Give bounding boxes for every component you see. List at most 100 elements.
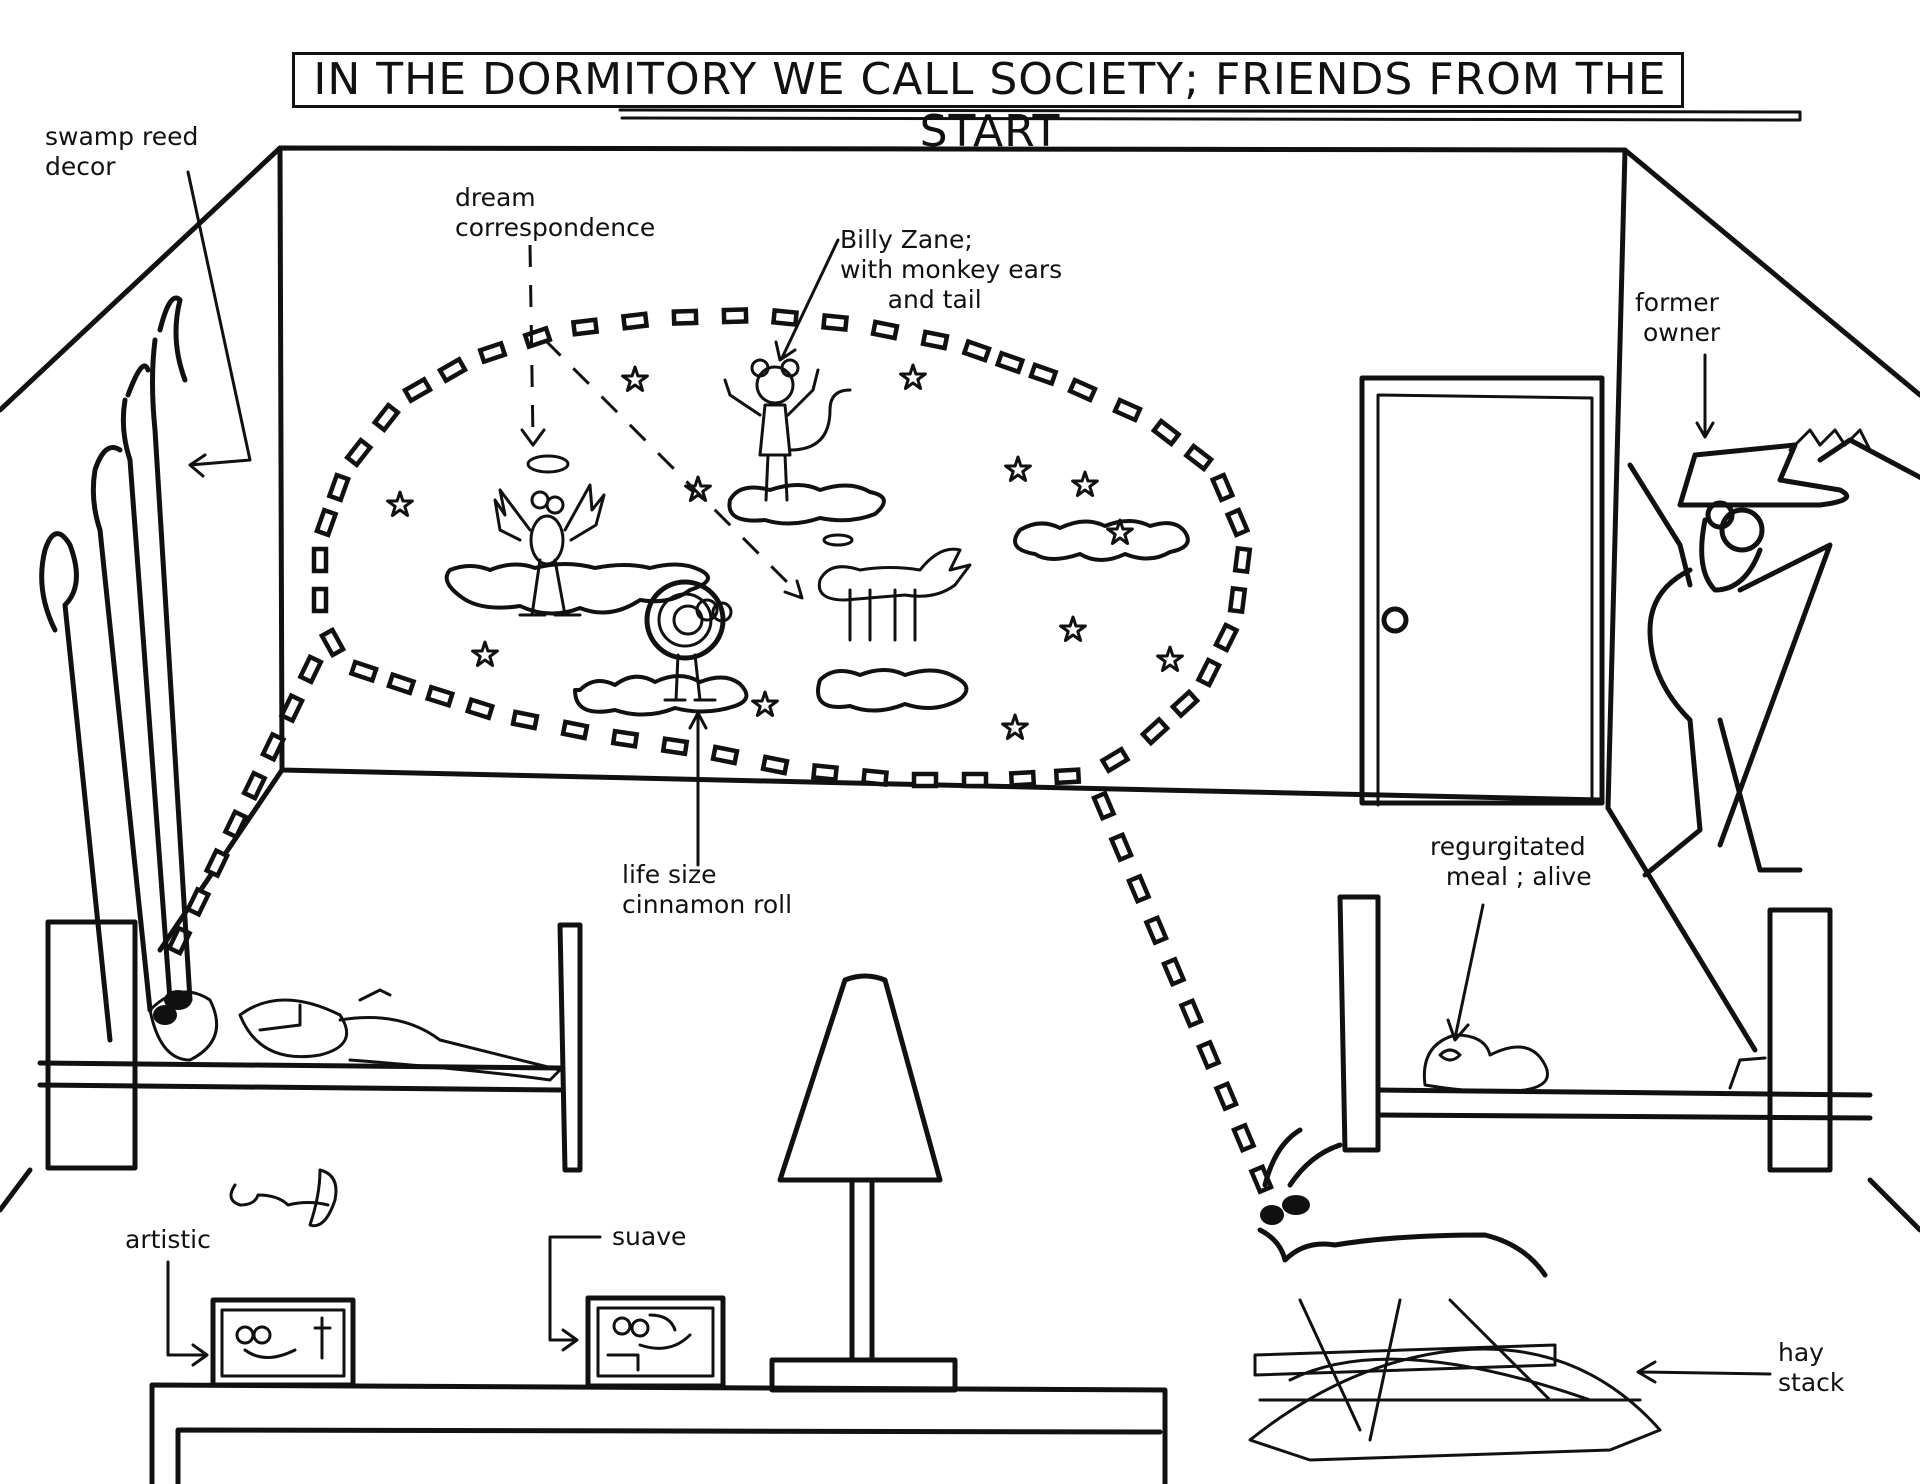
right-bed [1337,894,1873,1173]
dream-bubble-dash [1150,417,1182,448]
dream-bubble-dash [1028,362,1059,387]
dream-bubble-dash [911,771,939,789]
dream-bubble-dash [311,546,329,574]
dream-bubble-dash [318,626,347,659]
label-artistic: artistic [125,1225,211,1254]
winged-bird-angel [493,454,606,617]
regurgitated-meal-blob [1422,1033,1549,1094]
sleeping-figure-sunglasses [148,988,562,1082]
star-icon [1071,470,1099,497]
cloud-deer [816,668,969,713]
dream-bubble-dash [371,401,401,434]
former-owner-farmer [1627,428,1920,878]
label-billy-zane: Billy Zane; with monkey ears and tail [840,225,1063,314]
dream-bubble-dash [436,356,469,384]
dream-bubble-dash [344,436,374,469]
dream-bubble-dash [1067,377,1098,403]
star-icon [1001,713,1029,740]
swamp-reeds [39,295,193,1043]
deer-angel-creature [817,533,972,642]
cinnamon-roll-character [644,579,733,702]
dream-trail-dash [1230,1122,1257,1154]
dream-bubble-dash [311,586,329,614]
dream-bubble-dash [920,329,950,351]
dream-bubble-dash [1212,621,1240,654]
lamp-shade [777,973,943,1183]
swamp-reed-leader [186,170,252,478]
nightstand [149,1382,1168,1484]
dream-bubble-dash [820,312,850,333]
dream-bubble-dash [1053,767,1082,786]
title-underline [618,108,1802,122]
artistic-picture-frame [210,1297,356,1388]
dream-bubble-dash [1169,688,1201,719]
dream-bubble-dash [1112,397,1143,423]
dream-bubble-dash [1227,585,1248,615]
dream-trail-dash [259,731,287,763]
billy-zane-leader [774,238,840,362]
dream-bubble-dash [620,311,650,331]
dream-trail-dash [297,653,324,685]
dream-bubble-dash [610,728,640,749]
dream-bubble-dash [477,340,508,365]
star-icon [684,475,712,502]
dream-trail-dash [1143,914,1170,946]
hay-stack [1248,1298,1662,1462]
star-icon [471,640,499,667]
suave-leader [548,1235,602,1352]
dream-correspondence-leader [528,244,535,441]
cloud-cinnamon [573,674,749,717]
dream-bubble-dash [860,767,890,788]
star-icon [386,490,414,517]
dream-trail-dash [203,847,231,879]
cloud-empty [1013,519,1190,562]
star-icon [1156,645,1184,672]
dream-trail-dash [278,692,306,724]
dream-bubble-dash [1232,545,1253,575]
lamp [769,973,958,1393]
dream-bubble-dash [1139,716,1171,747]
dream-bubble-dash [961,771,989,789]
label-dream-correspondence: dream correspondence [455,183,656,242]
door [1359,375,1605,807]
dream-bubble-dash [810,762,840,783]
left-ceiling-line [0,145,283,413]
dream-bubble-dash [424,684,456,709]
right-floor-line [1605,805,1920,1233]
dream-bubble-dash [560,719,590,741]
label-suave: suave [612,1222,687,1251]
label-hay-stack: hay stack [1778,1338,1845,1397]
dream-trail-dash [1108,831,1135,863]
dream-bubble-dash [760,754,790,776]
star-icon [1004,455,1032,482]
dream-trail-dash [1090,790,1117,822]
star-icon [1059,615,1087,642]
door-knob [1381,606,1409,634]
dream-bubble-dash [994,350,1026,375]
label-regurgitated-meal: regurgitated meal ; alive [1430,832,1592,891]
dream-trail [166,653,1275,1195]
dream-bubble [311,307,1253,789]
dream-bubble-dash [710,744,740,766]
halo-icon [822,533,854,547]
artistic-leader [166,1260,209,1367]
dream-trail-dash [184,886,212,918]
dream-bubble-dash [870,319,900,341]
dream-bubble-dash [721,307,749,325]
dream-bubble-dash [510,709,540,731]
right-ceiling-line [1622,147,1920,398]
dream-bubble-dash [671,308,699,326]
dream-bubble-dash [314,507,339,538]
suave-picture-frame [585,1295,726,1389]
label-former-owner: former owner [1635,288,1721,347]
star-icon [621,365,649,392]
dream-trail-dash [1178,997,1205,1029]
back-wall-outline [277,145,1628,811]
title-banner [292,52,1684,108]
cloud-billy [727,483,886,526]
dream-bubble-dash [1183,442,1215,473]
halo-icon [526,454,570,474]
cloud-left [444,562,710,616]
left-bed [37,919,583,1173]
